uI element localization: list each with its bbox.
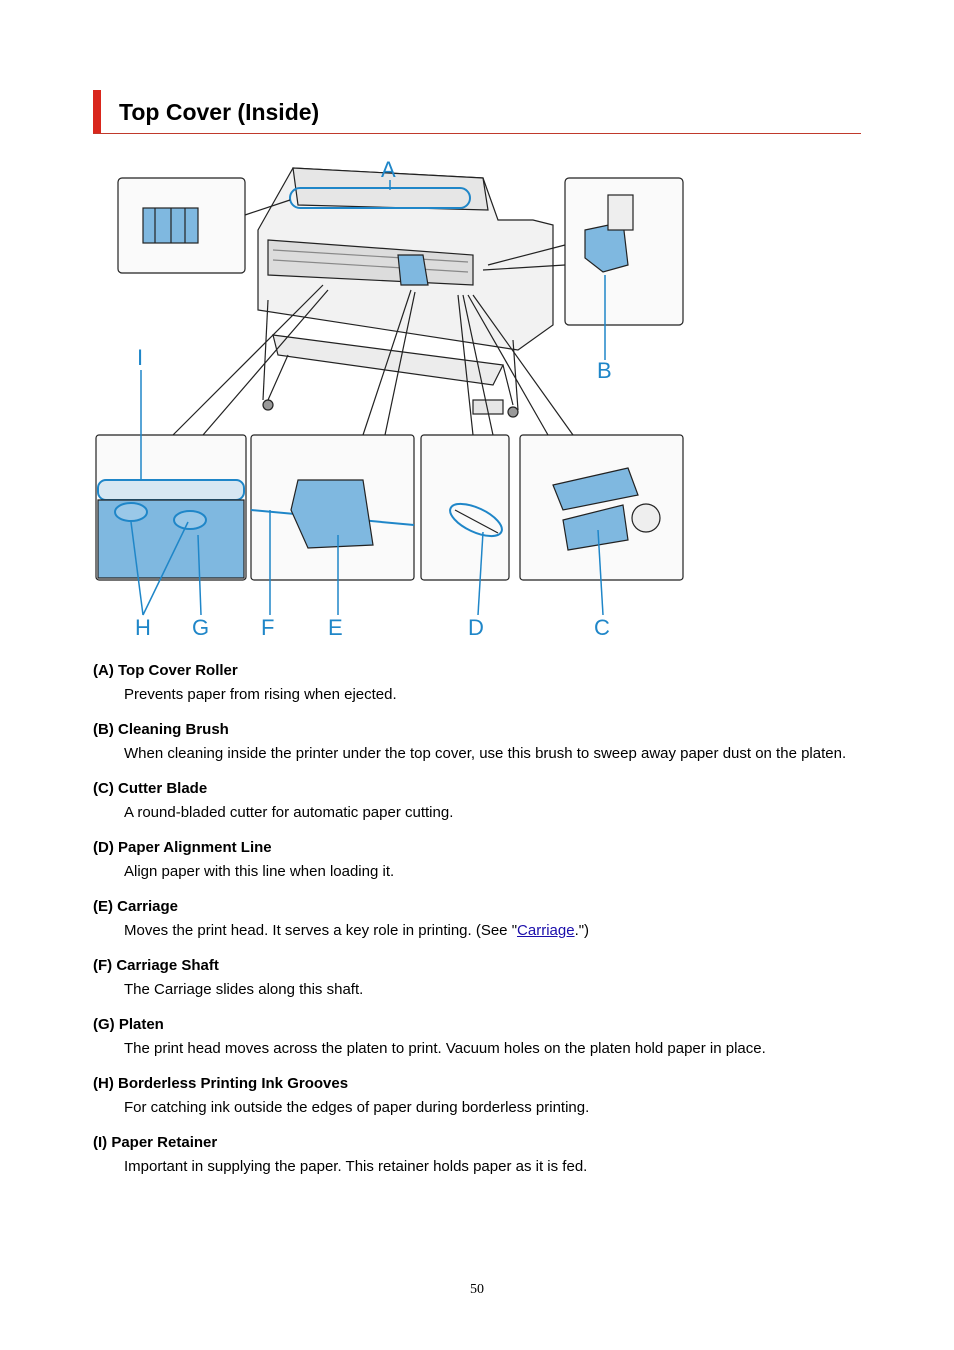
term-carriage: (E) Carriage xyxy=(93,898,863,916)
carriage-link[interactable]: Carriage xyxy=(517,922,575,939)
page-number: 50 xyxy=(0,1282,954,1298)
callout-label-b: B xyxy=(597,358,612,383)
desc-top-cover-roller: Prevents paper from rising when ejected. xyxy=(124,683,863,707)
term-borderless-ink-grooves: (H) Borderless Printing Ink Grooves xyxy=(93,1075,863,1093)
term-paper-retainer: (I) Paper Retainer xyxy=(93,1134,863,1152)
desc-carriage: Moves the print head. It serves a key ro… xyxy=(124,919,863,943)
desc-paper-alignment-line: Align paper with this line when loading … xyxy=(124,860,863,884)
desc-paper-retainer: Important in supplying the paper. This r… xyxy=(124,1155,863,1179)
desc-carriage-shaft: The Carriage slides along this shaft. xyxy=(124,978,863,1002)
section-heading: Top Cover (Inside) xyxy=(93,90,861,134)
term-carriage-shaft: (F) Carriage Shaft xyxy=(93,957,863,975)
heading-accent-bar xyxy=(93,90,101,133)
callout-label-e: E xyxy=(328,615,343,640)
term-cutter-blade: (C) Cutter Blade xyxy=(93,780,863,798)
callout-label-f: F xyxy=(261,615,274,640)
desc-cutter-blade: A round-bladed cutter for automatic pape… xyxy=(124,801,863,825)
term-cleaning-brush: (B) Cleaning Brush xyxy=(93,721,863,739)
page-title: Top Cover (Inside) xyxy=(119,99,319,126)
callout-label-g: G xyxy=(192,615,209,640)
callout-label-d: D xyxy=(468,615,484,640)
term-top-cover-roller: (A) Top Cover Roller xyxy=(93,662,863,680)
term-platen: (G) Platen xyxy=(93,1016,863,1034)
desc-cleaning-brush: When cleaning inside the printer under t… xyxy=(124,742,863,766)
callout-label-a: A xyxy=(381,157,396,182)
printer-diagram: A B C D E F G H I xyxy=(93,150,688,645)
inset-carriage xyxy=(251,290,415,580)
desc-borderless-ink-grooves: For catching ink outside the edges of pa… xyxy=(124,1096,863,1120)
definition-list: (A) Top Cover Roller Prevents paper from… xyxy=(93,660,863,1179)
callout-label-c: C xyxy=(594,615,610,640)
desc-platen: The print head moves across the platen t… xyxy=(124,1037,863,1061)
term-paper-alignment-line: (D) Paper Alignment Line xyxy=(93,839,863,857)
callout-label-h: H xyxy=(135,615,151,640)
desc-carriage-text-before: Moves the print head. It serves a key ro… xyxy=(124,922,517,939)
callout-label-i: I xyxy=(137,345,143,370)
desc-carriage-text-after: .") xyxy=(575,922,590,939)
printer-illustration xyxy=(258,168,553,417)
